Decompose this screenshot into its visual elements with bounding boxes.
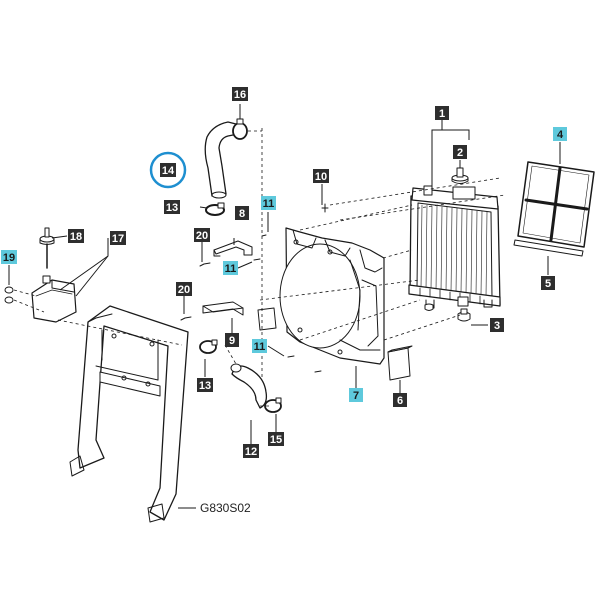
hose-clamp-part-15[interactable] (264, 397, 282, 413)
drain-plug-part[interactable] (457, 308, 471, 322)
callout-c7[interactable]: 7 (349, 388, 363, 402)
callout-c19[interactable]: 19 (1, 250, 17, 264)
svg-text:14: 14 (162, 165, 175, 177)
radiator-cap-part[interactable] (451, 167, 469, 184)
bracket-part[interactable] (213, 240, 253, 257)
drawing-code-label: G830S02 (200, 501, 251, 515)
washer-part[interactable] (4, 286, 14, 304)
callout-c11c[interactable]: 11 (252, 339, 267, 353)
hose-clamp-part-lower[interactable] (199, 339, 218, 354)
callout-c9[interactable]: 9 (225, 333, 239, 347)
svg-text:20: 20 (178, 284, 190, 296)
selected-callout-ring (149, 151, 187, 189)
svg-text:8: 8 (239, 208, 245, 220)
callout-c16[interactable]: 16 (232, 87, 248, 101)
support-bracket-part[interactable] (202, 301, 244, 316)
fan-shroud-part[interactable] (279, 227, 385, 365)
callout-c3[interactable]: 3 (490, 318, 504, 332)
svg-text:18: 18 (70, 231, 82, 243)
callout-c2[interactable]: 2 (453, 145, 467, 159)
upper-hose-part[interactable] (204, 121, 239, 199)
svg-text:12: 12 (245, 446, 257, 458)
svg-text:1: 1 (439, 108, 445, 120)
svg-text:15: 15 (270, 434, 282, 446)
svg-text:3: 3 (494, 320, 500, 332)
lower-hose-part[interactable] (230, 363, 268, 409)
svg-text:10: 10 (315, 171, 327, 183)
svg-text:20: 20 (196, 230, 208, 242)
callout-c14[interactable]: 14 (160, 163, 176, 177)
svg-text:13: 13 (166, 202, 178, 214)
svg-text:5: 5 (545, 278, 551, 290)
callout-c10[interactable]: 10 (313, 169, 329, 183)
svg-text:16: 16 (234, 89, 246, 101)
hose-clamp-part[interactable] (232, 118, 248, 140)
seal-strip-part[interactable] (513, 239, 584, 257)
callout-c6[interactable]: 6 (393, 393, 407, 407)
assembly-guide-lines (13, 128, 506, 407)
callout-c13b[interactable]: 13 (197, 378, 213, 392)
hose-clamp-part-upper[interactable] (205, 202, 225, 216)
svg-text:4: 4 (557, 129, 564, 141)
svg-text:11: 11 (225, 263, 237, 275)
callout-c11a[interactable]: 11 (261, 196, 276, 210)
callout-c4[interactable]: 4 (553, 127, 567, 141)
bolts (180, 203, 329, 373)
svg-text:6: 6 (397, 395, 403, 407)
callout-c17[interactable]: 17 (110, 231, 126, 245)
callout-c5[interactable]: 5 (541, 276, 555, 290)
radiator-screen-part[interactable] (517, 161, 595, 248)
callout-c13a[interactable]: 13 (164, 200, 180, 214)
callout-leaders (8, 104, 561, 509)
svg-text:9: 9 (229, 335, 235, 347)
radiator-part[interactable] (408, 185, 501, 309)
callout-c12[interactable]: 12 (243, 444, 259, 458)
callout-c15[interactable]: 15 (268, 432, 284, 446)
svg-text:17: 17 (112, 233, 124, 245)
svg-text:11: 11 (263, 198, 275, 210)
callout-c18[interactable]: 18 (68, 229, 84, 243)
svg-text:7: 7 (353, 390, 359, 402)
svg-text:13: 13 (199, 380, 211, 392)
expansion-cap-part[interactable] (39, 227, 55, 269)
svg-text:2: 2 (457, 147, 463, 159)
callout-c1[interactable]: 1 (435, 106, 449, 120)
mounting-frame-part[interactable] (69, 305, 189, 523)
callout-c8[interactable]: 8 (235, 206, 249, 220)
callout-c20b[interactable]: 20 (176, 282, 192, 296)
svg-text:19: 19 (3, 252, 15, 264)
callout-c20a[interactable]: 20 (194, 228, 210, 242)
callout-c11b[interactable]: 11 (223, 261, 238, 275)
svg-text:11: 11 (254, 341, 266, 353)
foam-pad-part[interactable] (387, 345, 413, 381)
